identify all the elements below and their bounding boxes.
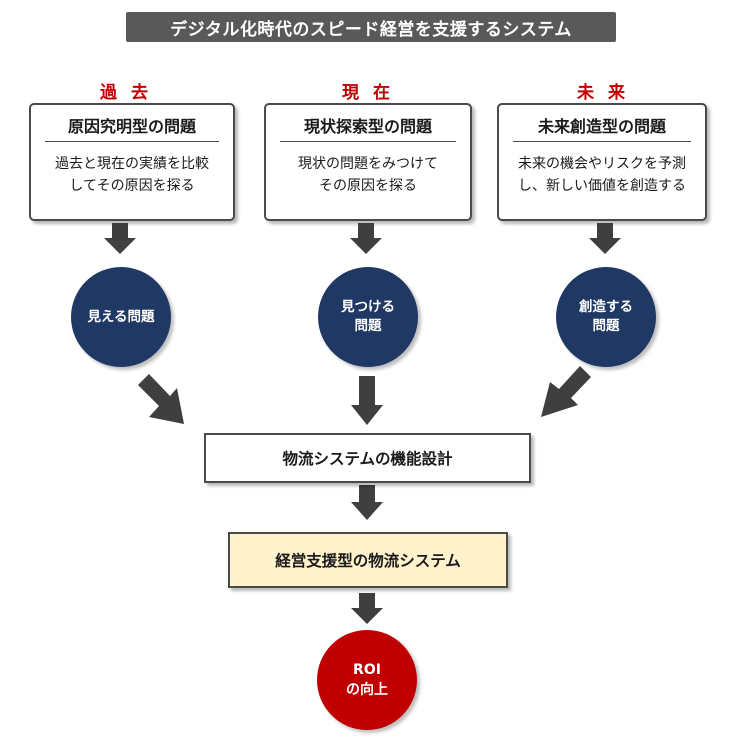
problem-box-description: 未来の機会やリスクを予測 し、新しい価値を創造する [505, 153, 699, 197]
arrow-down-design [351, 485, 383, 520]
circle-label: 問題 [354, 318, 382, 334]
arrow-down-middle [351, 376, 383, 425]
roi-label: ROI [353, 662, 381, 678]
arrow-down-system [351, 593, 383, 624]
description-line: し、新しい価値を創造する [518, 178, 686, 194]
design-box: 物流システムの機能設計 [204, 433, 531, 483]
problem-box-description: 過去と現在の実績を比較 してその原因を探る [37, 153, 227, 197]
arrow-diag-right [541, 366, 591, 417]
problem-box-heading: 現状探索型の問題 [280, 109, 456, 142]
description-line: 過去と現在の実績を比較 [55, 156, 209, 172]
problem-box-current: 現状探索型の問題 現状の問題をみつけて その原因を探る [264, 103, 472, 221]
era-label-future: 未 来 [577, 83, 629, 103]
problem-box-heading: 原因究明型の問題 [45, 109, 219, 142]
arrow-down-1 [104, 223, 136, 254]
problem-box-heading: 未来創造型の問題 [513, 109, 691, 142]
problem-box-cause: 原因究明型の問題 過去と現在の実績を比較 してその原因を探る [29, 103, 235, 221]
description-line: 未来の機会やリスクを予測 [518, 156, 686, 172]
diagram-title: デジタル化時代のスピード経営を支援するシステム [126, 12, 616, 42]
roi-circle: ROI の向上 [317, 630, 417, 730]
era-label-past: 過 去 [100, 83, 152, 103]
circle-find-problem: 見つける問題 [318, 267, 418, 367]
description-line: 現状の問題をみつけて [298, 156, 438, 172]
arrow-down-3 [589, 223, 621, 254]
system-box: 経営支援型の物流システム [228, 532, 508, 588]
arrow-diag-left [138, 374, 184, 424]
era-label-present: 現 在 [342, 83, 394, 103]
circle-label: 見える問題 [87, 308, 155, 325]
circle-visible-problem: 見える問題 [71, 267, 171, 367]
problem-box-description: 現状の問題をみつけて その原因を探る [272, 153, 464, 197]
problem-box-future: 未来創造型の問題 未来の機会やリスクを予測 し、新しい価値を創造する [497, 103, 707, 221]
circle-label: 見つける [341, 299, 395, 315]
roi-label: の向上 [346, 682, 388, 698]
arrow-down-2 [350, 223, 382, 254]
description-line: してその原因を探る [69, 178, 195, 194]
circle-label: 創造する [579, 299, 633, 315]
circle-create-problem: 創造する問題 [556, 267, 656, 367]
circle-label: 問題 [592, 318, 620, 334]
description-line: その原因を探る [319, 178, 417, 194]
